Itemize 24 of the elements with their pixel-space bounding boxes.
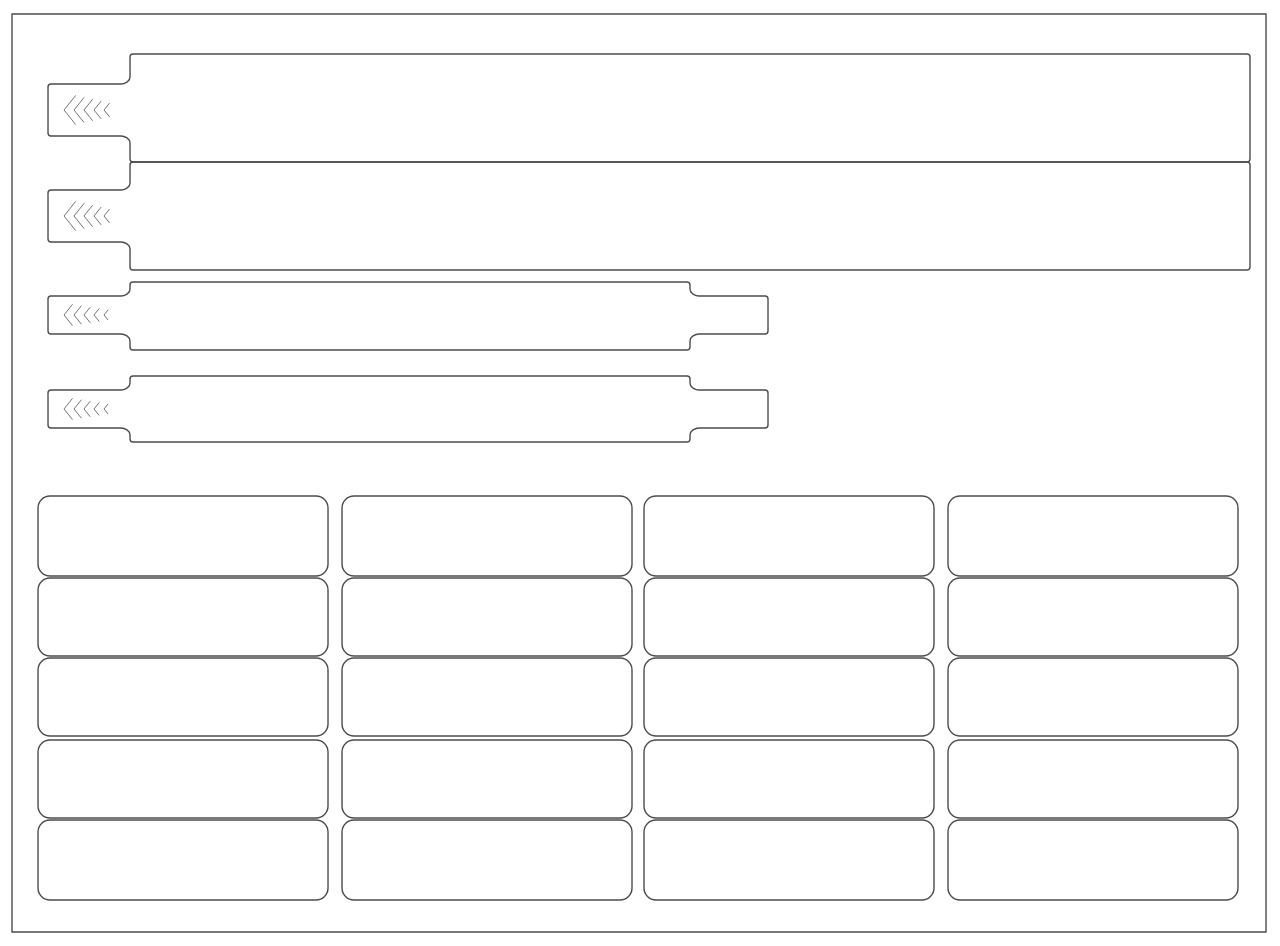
label-box [37,495,329,577]
label-box [37,819,329,901]
wristband [47,161,1251,271]
label-box [947,495,1239,577]
label-box [643,739,935,819]
wristband [47,281,769,351]
label-box [643,577,935,657]
wristband [47,375,769,443]
label-box [341,819,633,901]
label-box [643,657,935,737]
label-box [947,577,1239,657]
label-box [643,819,935,901]
label-box [643,495,935,577]
label-box [947,819,1239,901]
label-box [947,739,1239,819]
label-box [341,657,633,737]
label-box [341,577,633,657]
label-box [947,657,1239,737]
label-box [37,657,329,737]
label-box [341,495,633,577]
label-box [37,577,329,657]
wristband [47,53,1251,163]
label-box [37,739,329,819]
label-box [341,739,633,819]
